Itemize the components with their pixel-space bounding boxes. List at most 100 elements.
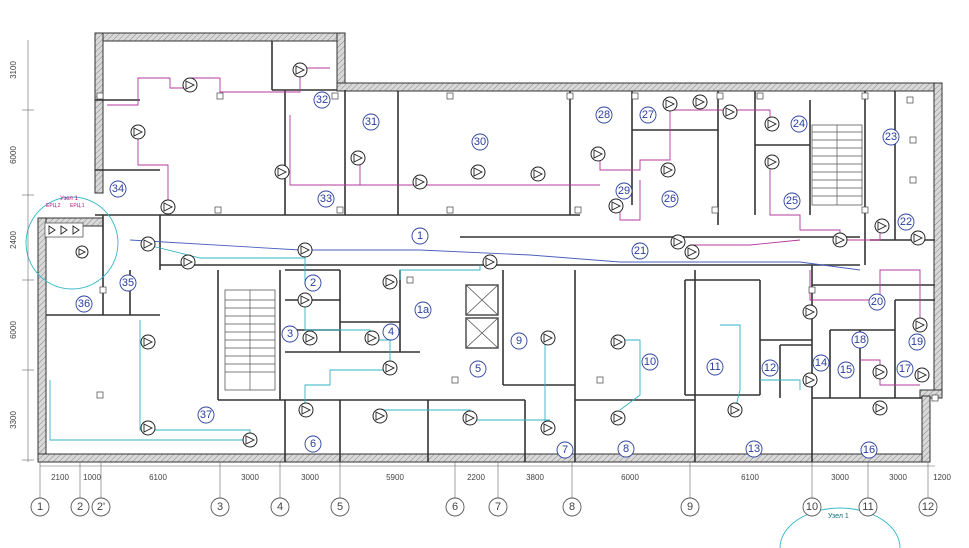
dimension-label-horizontal: 1200 <box>933 473 951 482</box>
axis-bubble: 2' <box>91 497 111 517</box>
socket-icon <box>906 96 914 104</box>
socket-icon <box>446 92 454 100</box>
room-number: 33 <box>317 190 335 208</box>
room-number: 10 <box>641 353 659 371</box>
room-number-label: 15 <box>840 364 852 376</box>
socket-icon <box>711 206 719 214</box>
fixture-icon <box>590 146 606 162</box>
fixture-icon <box>372 408 388 424</box>
room-number-label: 22 <box>900 216 912 228</box>
dimension-label-vertical: 6000 <box>9 321 18 339</box>
fixture-icon <box>910 230 926 246</box>
room-number: 12 <box>761 359 779 377</box>
axis-label: 7 <box>495 501 501 513</box>
dimension-label-vertical: 3300 <box>9 411 18 429</box>
room-number: 21 <box>631 242 649 260</box>
room-number-label: 37 <box>200 409 212 421</box>
axis-bubble: 2 <box>70 497 90 517</box>
fixture-icon <box>274 164 290 180</box>
room-number: 37 <box>197 406 215 424</box>
fixture-icon <box>660 162 676 178</box>
fixture-icon <box>608 198 624 214</box>
axis-bubble: 11 <box>858 497 878 517</box>
room-number-label: 27 <box>642 109 654 121</box>
room-number: 11 <box>706 358 724 376</box>
dimension-label-horizontal: 1000 <box>83 473 101 482</box>
room-number-label: 29 <box>618 185 630 197</box>
dimension-label-horizontal: 2200 <box>467 473 485 482</box>
axis-label: 5 <box>337 501 343 513</box>
room-number: 7 <box>556 441 574 459</box>
room-number-label: 35 <box>122 277 134 289</box>
socket-icon <box>406 276 414 284</box>
socket-icon <box>756 92 764 100</box>
socket-icon <box>909 136 917 144</box>
room-number-label: 20 <box>871 296 883 308</box>
room-number: 20 <box>868 293 886 311</box>
room-number: 15 <box>837 361 855 379</box>
room-number: 9 <box>510 332 528 350</box>
room-number-label: 10 <box>644 356 656 368</box>
fixture-icon <box>140 236 156 252</box>
fixture-icon <box>540 330 556 346</box>
room-number-label: 21 <box>634 245 646 257</box>
axis-label: 3 <box>217 501 223 513</box>
room-number: 30 <box>471 133 489 151</box>
room-number: 4 <box>382 323 400 341</box>
elevator-shafts <box>465 284 499 349</box>
room-number-label: 30 <box>474 136 486 148</box>
socket-icon <box>99 286 107 294</box>
fixture-icon <box>242 432 258 448</box>
socket-icon <box>716 92 724 100</box>
room-number-label: 9 <box>516 335 522 347</box>
room-number-label: 8 <box>623 443 629 455</box>
room-number-label: 32 <box>316 94 328 106</box>
socket-icon <box>808 286 816 294</box>
fixture-icon <box>470 164 486 180</box>
socket-icon <box>96 92 104 100</box>
room-number: 31 <box>362 113 380 131</box>
dimension-label-horizontal: 6100 <box>149 473 167 482</box>
fixture-icon <box>302 330 318 346</box>
fixture-icon <box>872 400 888 416</box>
room-number-label: 2 <box>310 277 316 289</box>
axis-bubble: 9 <box>680 497 700 517</box>
socket-icon <box>596 376 604 384</box>
dimension-label-horizontal: 3000 <box>889 473 907 482</box>
room-number: 19 <box>908 333 926 351</box>
room-number: 5 <box>469 360 487 378</box>
dimension-label-horizontal: 6000 <box>621 473 639 482</box>
room-number: 2 <box>304 274 322 292</box>
node-callout: Узел 1 ЕРЦ.2 ЕРЦ.1 <box>25 196 119 290</box>
fixture-icon <box>292 62 308 78</box>
room-number: 14 <box>812 354 830 372</box>
axis-bubble: 12 <box>918 497 938 517</box>
room-number: 29 <box>615 182 633 200</box>
room-number-label: 33 <box>320 193 332 205</box>
fixture-icon <box>382 274 398 290</box>
outer-walls <box>37 32 943 463</box>
fixture-icon <box>298 402 314 418</box>
fixture-icon <box>610 334 626 350</box>
axis-bubble: 1 <box>30 497 50 517</box>
room-number-label: 25 <box>786 195 798 207</box>
socket-icon <box>909 176 917 184</box>
dimension-label-horizontal: 3800 <box>526 473 544 482</box>
fixture-icon <box>872 364 888 380</box>
dimension-label-vertical: 3100 <box>9 61 18 79</box>
room-number: 36 <box>75 295 93 313</box>
room-number: 8 <box>617 440 635 458</box>
fixture-icon <box>412 174 428 190</box>
stairwell-right <box>811 124 863 206</box>
room-number: 3 <box>281 325 299 343</box>
fixture-icon <box>610 410 626 426</box>
room-number: 23 <box>882 128 900 146</box>
socket-icon <box>931 394 939 402</box>
axis-bubble: 3 <box>210 497 230 517</box>
wall-sockets <box>96 92 939 402</box>
fixture-icon <box>692 94 708 110</box>
node-callout-title: Узел 1 <box>60 196 78 202</box>
axis-bubble: 7 <box>488 497 508 517</box>
